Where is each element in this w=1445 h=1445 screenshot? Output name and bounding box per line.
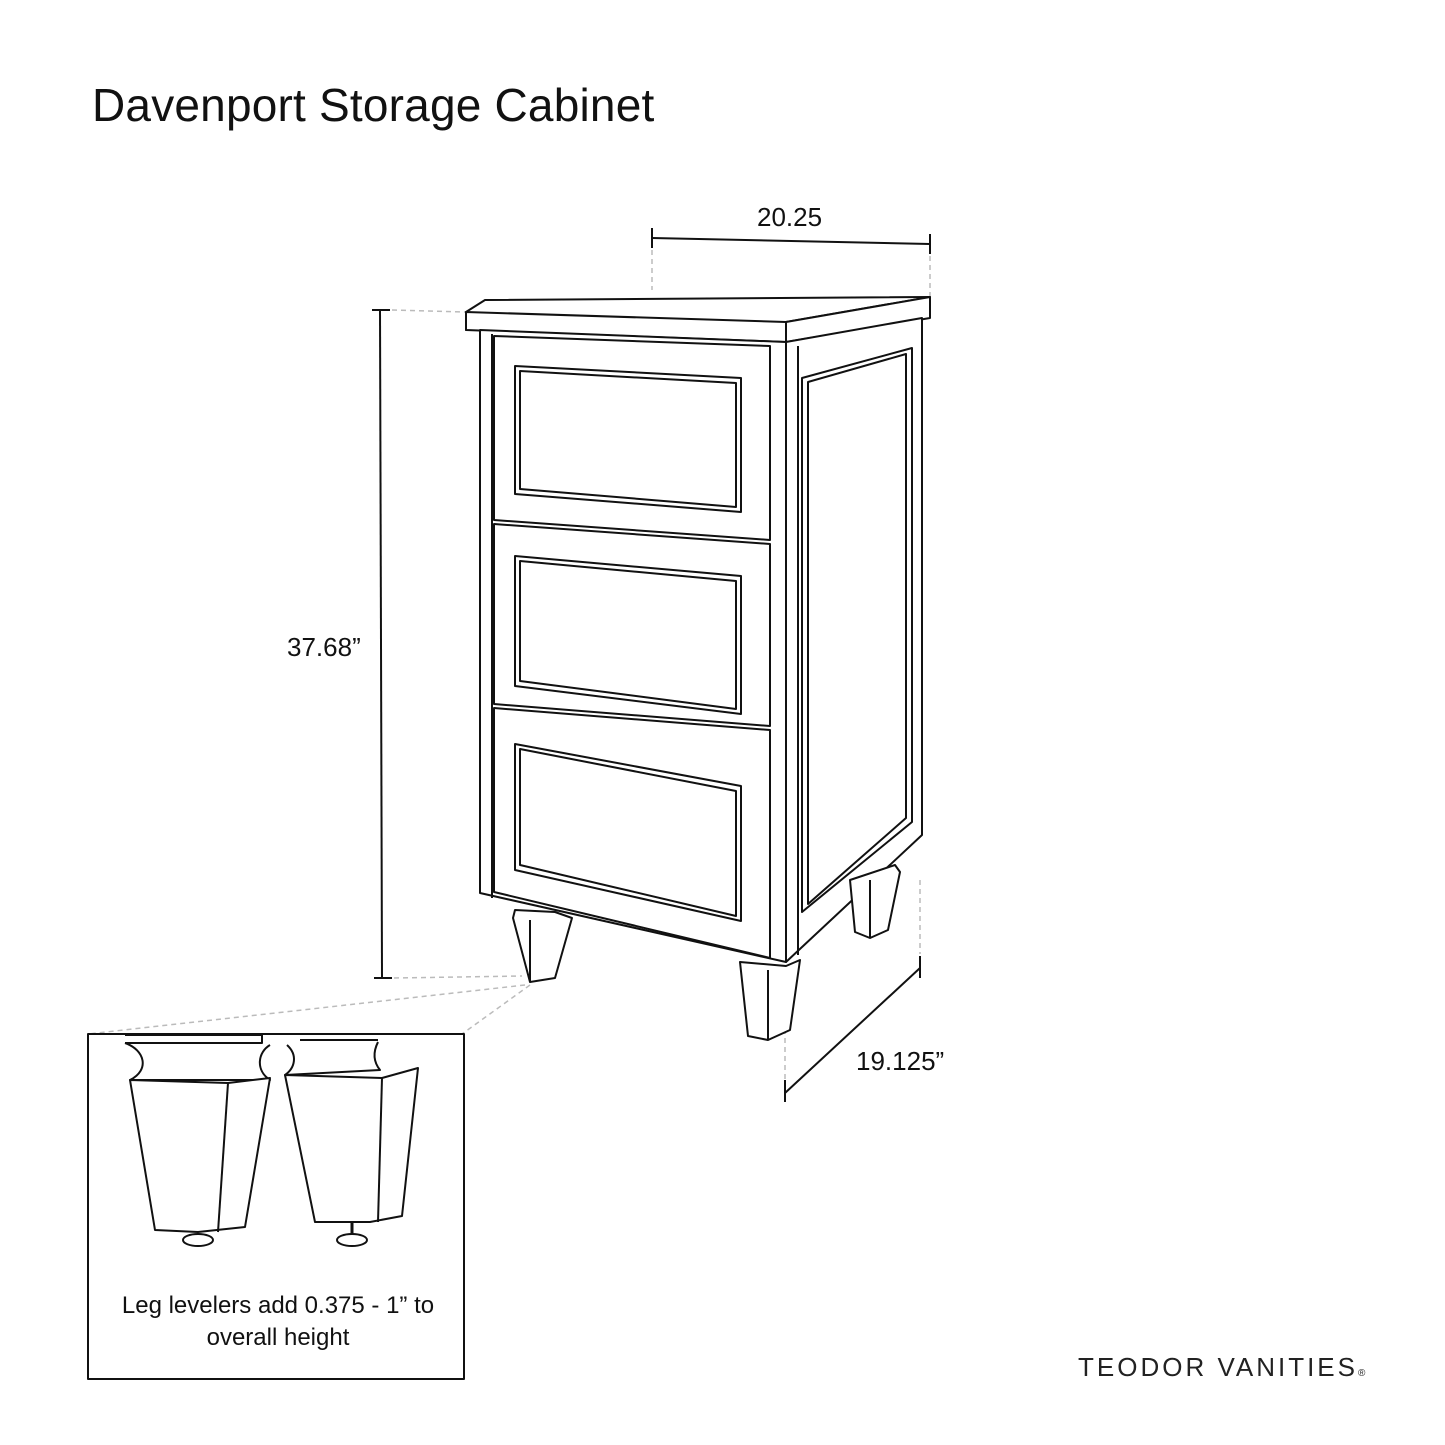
width-dimension-label: 20.25 (757, 202, 823, 232)
width-dimension-line (651, 228, 931, 300)
height-dimension-line (372, 309, 523, 979)
caption-line-1: Leg levelers add 0.375 - 1” to (121, 1292, 435, 1319)
leg-leveler-caption: Leg levelers add 0.375 - 1” to overall h… (90, 1290, 466, 1354)
caption-line-2: overall height (206, 1324, 350, 1351)
countertop (465, 296, 931, 343)
cabinet-legs (512, 864, 901, 1041)
depth-dimension-label: 19.125” (856, 1046, 945, 1076)
inset-callout-guides (87, 984, 531, 1035)
drawer-3[interactable] (493, 707, 771, 959)
height-dimension-label: 37.68” (287, 632, 361, 662)
registered-mark: ® (1358, 1368, 1366, 1379)
page-title: Davenport Storage Cabinet (92, 79, 655, 131)
drawer-2[interactable] (493, 523, 771, 727)
cabinet-side-panel (785, 317, 923, 963)
brand-name: TEODOR VANITIES (1078, 1352, 1358, 1382)
brand-logo: TEODOR VANITIES® (1078, 1352, 1365, 1383)
leg-leveler-inset (87, 1033, 465, 1380)
drawer-1[interactable] (493, 335, 771, 541)
